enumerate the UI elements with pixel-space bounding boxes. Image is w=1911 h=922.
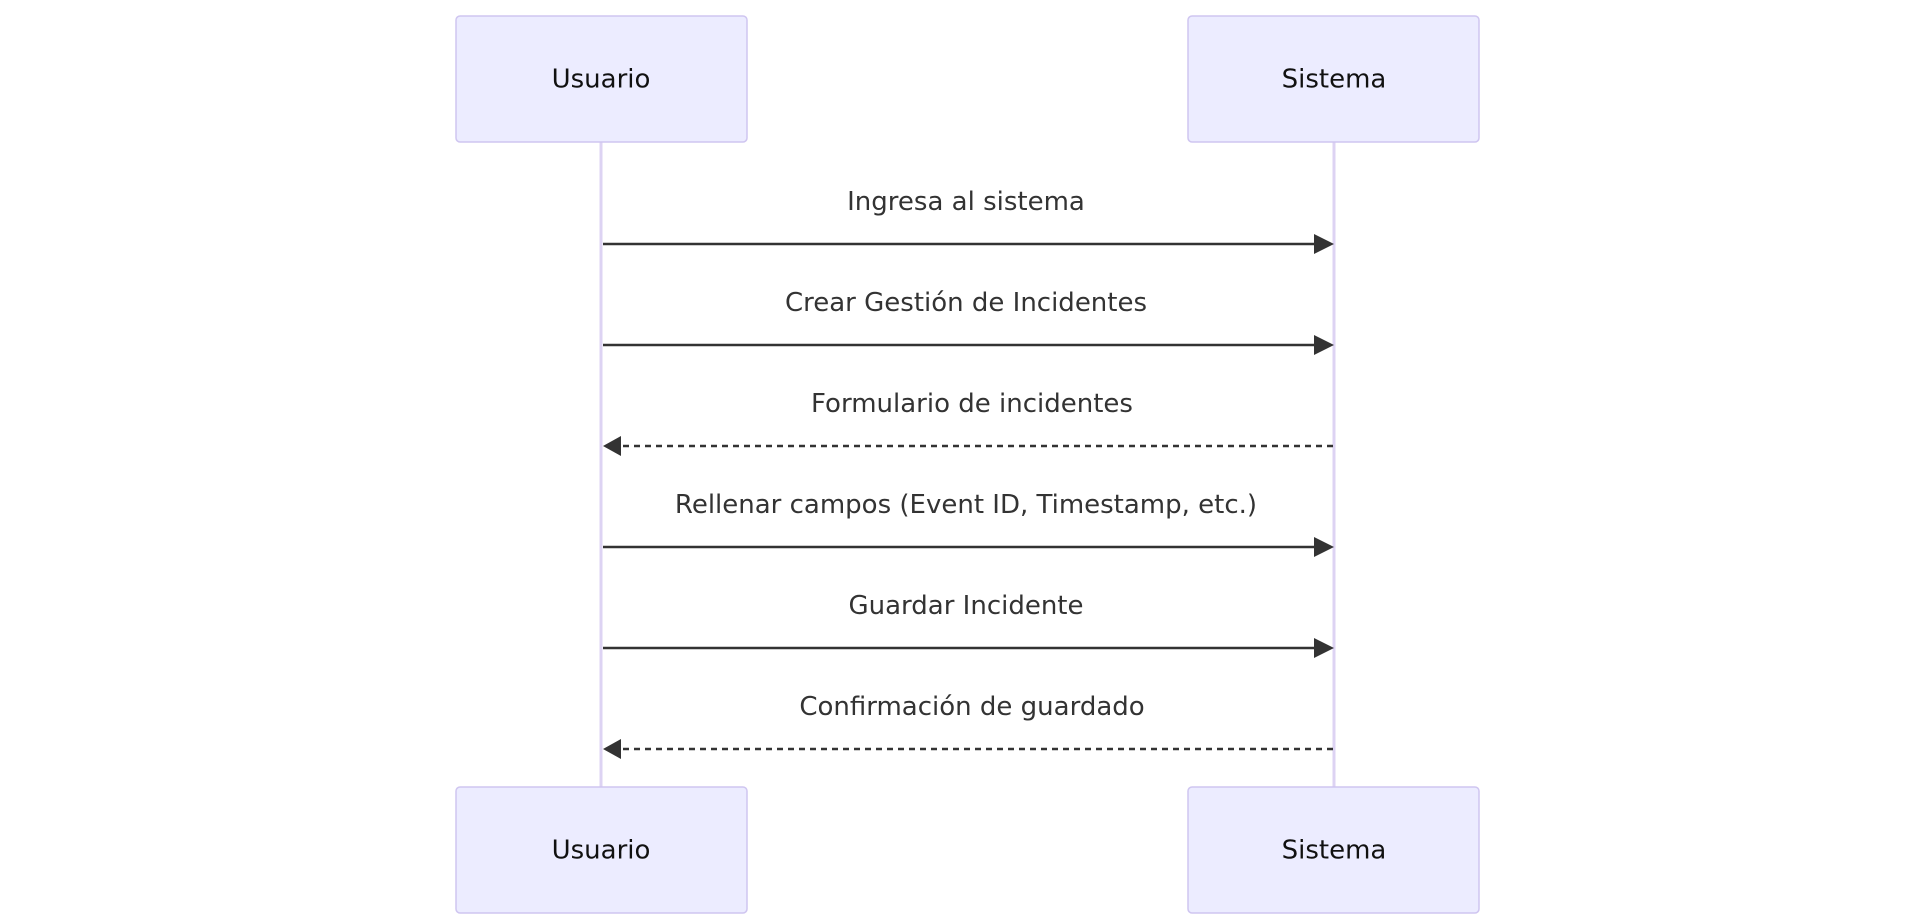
arrow-head xyxy=(1314,638,1334,658)
arrow-head xyxy=(1314,234,1334,254)
message-2: Crear Gestión de Incidentes xyxy=(603,288,1334,355)
message-label: Ingresa al sistema xyxy=(847,187,1085,217)
actor-usuario-top: Usuario xyxy=(455,15,748,143)
actor-label: Usuario xyxy=(552,836,651,866)
actor-sistema-bottom: Sistema xyxy=(1187,786,1480,914)
actor-sistema-top: Sistema xyxy=(1187,15,1480,143)
arrow-head xyxy=(1314,335,1334,355)
arrow-head xyxy=(1314,537,1334,557)
message-5: Guardar Incidente xyxy=(603,591,1334,658)
actor-label: Usuario xyxy=(552,65,651,95)
message-label: Guardar Incidente xyxy=(848,591,1083,621)
message-label: Crear Gestión de Incidentes xyxy=(785,288,1147,318)
message-6: Confirmación de guardado xyxy=(603,692,1333,759)
arrow-head xyxy=(603,436,621,456)
message-label: Rellenar campos (Event ID, Timestamp, et… xyxy=(675,490,1257,520)
message-1: Ingresa al sistema xyxy=(603,187,1334,254)
actor-label: Sistema xyxy=(1282,65,1387,95)
actor-label: Sistema xyxy=(1282,836,1387,866)
message-3: Formulario de incidentes xyxy=(603,389,1333,456)
actor-usuario-bottom: Usuario xyxy=(455,786,748,914)
message-4: Rellenar campos (Event ID, Timestamp, et… xyxy=(603,490,1334,557)
message-label: Confirmación de guardado xyxy=(799,692,1144,722)
messages: Ingresa al sistema Crear Gestión de Inci… xyxy=(603,187,1334,759)
message-label: Formulario de incidentes xyxy=(811,389,1133,419)
arrow-head xyxy=(603,739,621,759)
